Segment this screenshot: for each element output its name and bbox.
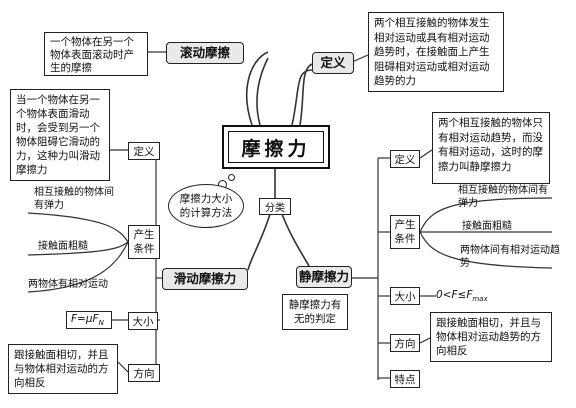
sliding-magnitude-node: 大小 — [128, 312, 158, 330]
rolling-friction-text: 一个物体在另一个物体表面滚动时产生的摩擦 — [50, 36, 134, 74]
sliding-formula-box: F=μFN — [66, 311, 112, 329]
calc-method-cloud: 摩擦力大小的计算方法 — [168, 184, 244, 228]
static-feature-node: 特点 — [390, 370, 420, 388]
static-feature-label: 特点 — [394, 373, 416, 386]
static-definition-box: 两个相互接触的物体只有相对运动趋势，而没有相对运动，这时的摩擦力叫静摩擦力 — [432, 112, 550, 184]
static-judge-text: 静摩擦力有无的判定 — [288, 299, 342, 325]
sliding-definition-text: 当一个物体在另一个物体表面滑动时，会受到另一个物体阻碍它滑动的力，这种力叫滑动摩… — [16, 94, 100, 176]
sliding-direction-box: 跟接触面相切，并且与物体相对运动的方向相反 — [8, 344, 118, 394]
sliding-definition-label: 定义 — [133, 145, 155, 158]
sliding-condition-2: 接触面粗糙 — [38, 240, 118, 253]
sliding-formula: F=μF — [71, 313, 99, 325]
sliding-conditions-label: 产生条件 — [133, 229, 155, 255]
sliding-definition-box: 当一个物体在另一个物体表面滑动时，会受到另一个物体阻碍它滑动的力，这种力叫滑动摩… — [10, 89, 110, 181]
static-magnitude-node: 大小 — [390, 287, 420, 305]
definition-text: 两个相互接触的物体发生相对运动或具有相对运动趋势时，在接触面上产生阻碍相对运动或… — [374, 17, 490, 87]
cloud-dot-small — [228, 174, 235, 181]
rolling-friction-label: 滚动摩擦 — [179, 45, 230, 60]
center-topic-inner: 摩擦力 — [228, 131, 324, 163]
static-direction-text: 跟接触面相切，并且与物体相对运动趋势的方向相反 — [436, 317, 541, 357]
static-direction-label: 方向 — [394, 337, 416, 350]
sliding-condition-1: 相互接触的物体间有弹力 — [34, 186, 122, 212]
sliding-condition-2-text: 接触面粗糙 — [38, 241, 88, 252]
center-title: 摩擦力 — [241, 137, 311, 160]
sliding-definition-node: 定义 — [128, 142, 160, 160]
static-friction-label: 静摩擦力 — [298, 269, 349, 284]
static-definition-text: 两个相互接触的物体只有相对运动趋势，而没有相对运动，这时的摩擦力叫静摩擦力 — [438, 117, 543, 173]
static-formula-text: 0<F≤F — [436, 289, 473, 301]
rolling-friction-box: 一个物体在另一个物体表面滚动时产生的摩擦 — [44, 32, 148, 76]
static-condition-1: 相互接触的物体间有弹力 — [458, 184, 554, 210]
static-condition-3: 两物体间有相对运动趋势 — [460, 244, 560, 270]
classify-label: 分类 — [265, 203, 285, 214]
static-direction-box: 跟接触面相切，并且与物体相对运动趋势的方向相反 — [430, 312, 552, 362]
sliding-magnitude-label: 大小 — [132, 315, 154, 328]
rolling-friction-node: 滚动摩擦 — [166, 42, 244, 64]
definition-node: 定义 — [312, 52, 354, 74]
static-judge-box: 静摩擦力有无的判定 — [282, 294, 348, 330]
sliding-friction-node: 滑动摩擦力 — [162, 268, 248, 290]
sliding-direction-text: 跟接触面相切，并且与物体相对运动的方向相反 — [14, 349, 109, 389]
sliding-formula-sub: N — [98, 319, 104, 328]
static-condition-3-text: 两物体间有相对运动趋势 — [460, 245, 560, 269]
sliding-direction-node: 方向 — [128, 364, 160, 382]
sliding-condition-3-text: 两物体有相对运动 — [28, 279, 108, 290]
static-friction-node: 静摩擦力 — [296, 266, 352, 288]
classify-node: 分类 — [259, 198, 291, 215]
definition-box: 两个相互接触的物体发生相对运动或具有相对运动趋势时，在接触面上产生阻碍相对运动或… — [368, 12, 504, 92]
static-conditions-label: 产生条件 — [394, 219, 416, 245]
static-direction-node: 方向 — [390, 334, 420, 352]
static-formula-sub: max — [472, 295, 488, 304]
calc-method-label: 摩擦力大小的计算方法 — [179, 193, 233, 219]
static-condition-2: 接触面粗糙 — [462, 220, 542, 233]
sliding-direction-label: 方向 — [133, 367, 155, 380]
static-condition-1-text: 相互接触的物体间有弹力 — [458, 185, 548, 209]
static-condition-2-text: 接触面粗糙 — [462, 221, 512, 232]
static-conditions-node: 产生条件 — [390, 215, 420, 249]
static-definition-node: 定义 — [390, 150, 420, 168]
sliding-friction-label: 滑动摩擦力 — [173, 271, 237, 286]
center-topic: 摩擦力 — [222, 125, 330, 169]
static-magnitude-label: 大小 — [394, 290, 416, 303]
sliding-condition-1-text: 相互接触的物体间有弹力 — [34, 187, 114, 211]
static-definition-label: 定义 — [394, 153, 416, 166]
definition-label: 定义 — [320, 55, 346, 70]
sliding-condition-3: 两物体有相对运动 — [28, 278, 128, 291]
sliding-conditions-node: 产生条件 — [128, 225, 160, 259]
static-formula: 0<F≤Fmax — [436, 289, 506, 306]
